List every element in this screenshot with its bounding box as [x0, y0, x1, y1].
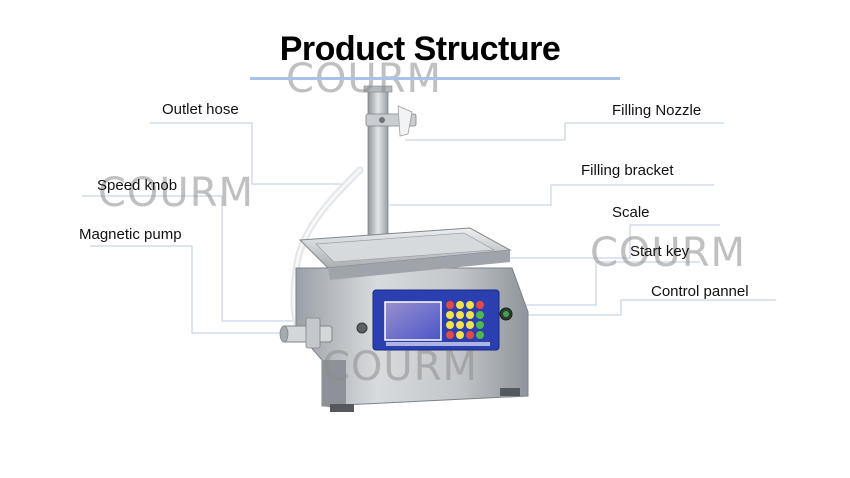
label-scale: Scale [612, 204, 650, 221]
label-control-panel: Control pannel [651, 283, 749, 300]
watermark-bottom: COURM [322, 344, 478, 390]
leader-filling-nozzle [405, 123, 724, 140]
filling-bracket-post [368, 88, 388, 248]
label-outlet-hose: Outlet hose [162, 101, 239, 118]
label-start-key: Start key [630, 243, 689, 260]
lcd-screen [385, 302, 441, 340]
title-underline [250, 77, 620, 80]
filling-nozzle [398, 106, 412, 136]
label-speed-knob: Speed knob [97, 177, 177, 194]
speed-knob [357, 323, 367, 333]
label-filling-bracket: Filling bracket [581, 162, 674, 179]
page-title: Product Structure [0, 30, 840, 69]
leader-magnetic-pump [90, 246, 282, 333]
leader-filling-bracket [390, 185, 714, 205]
label-magnetic-pump: Magnetic pump [79, 226, 182, 243]
label-filling-nozzle: Filling Nozzle [612, 102, 701, 119]
